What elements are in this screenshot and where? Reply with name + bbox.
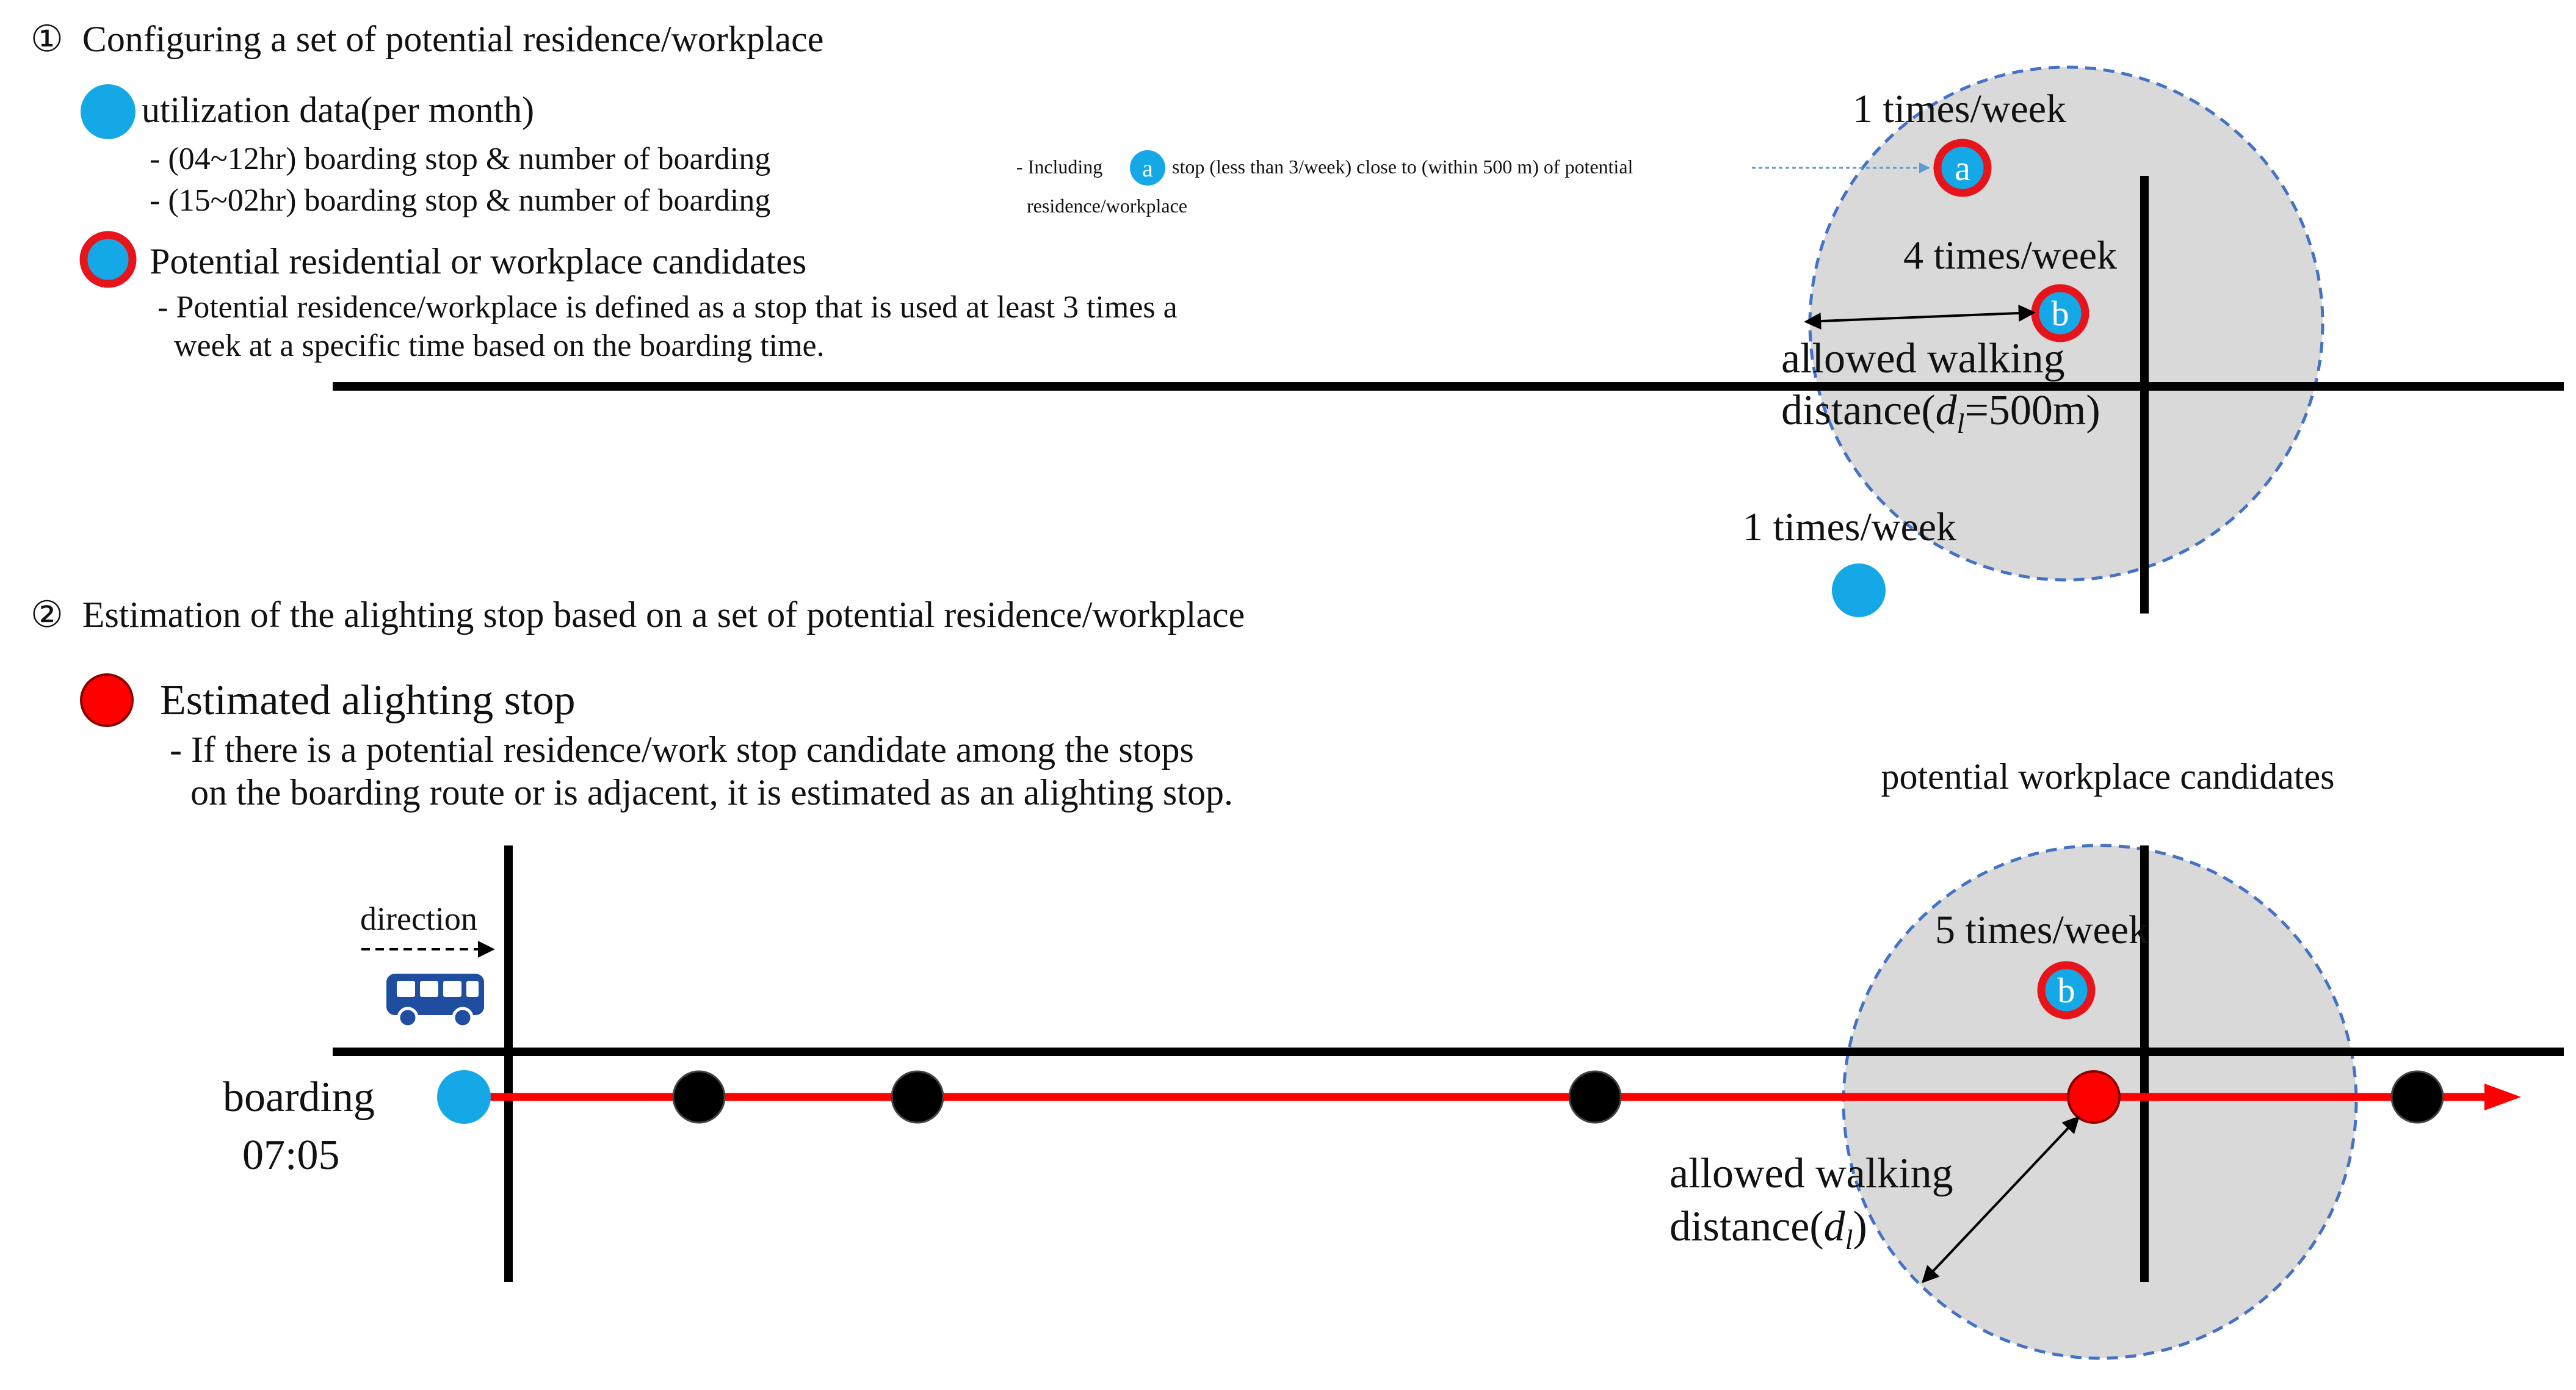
- legend-candidate-line-2: week at a specific time based on the boa…: [174, 328, 825, 363]
- walking-distance-variable: d: [1936, 387, 1958, 434]
- note-suffix: stop (less than 3/week) close to (within…: [1172, 156, 1634, 178]
- legend-candidate-icon: [79, 231, 137, 288]
- section-1-heading: Configuring a set of potential residence…: [82, 19, 824, 59]
- walking-distance-label-suffix: =500m): [1964, 387, 2100, 434]
- legend-candidate-line-1: - Potential residence/workplace is defin…: [157, 290, 1178, 325]
- route-stop: [1568, 1070, 1622, 1124]
- stop-c-frequency: 1 times/week: [1743, 505, 1956, 549]
- estimated-alighting-stop: [2067, 1070, 2121, 1124]
- section-2-heading: Estimation of the alighting stop based o…: [82, 595, 1245, 635]
- walking-distance-subscript: l: [1957, 408, 1965, 439]
- direction-label: direction: [360, 900, 477, 937]
- section-2-number: ②: [31, 595, 63, 635]
- stop-a-letter: a: [1955, 148, 1970, 188]
- workplace-b-frequency: 5 times/week: [1935, 908, 2149, 952]
- stop-a-marker: [1933, 139, 1992, 197]
- route-stop: [891, 1070, 944, 1124]
- section-2-title: ② Estimation of the alighting stop based…: [31, 595, 1245, 635]
- legend-data-title: utilization data(per month): [142, 90, 534, 130]
- stop-b-letter: b: [2052, 294, 2069, 333]
- walking-distance-arrow-2: [1922, 1115, 2080, 1284]
- legend-alighting-line-1: - If there is a potential residence/work…: [170, 729, 1194, 770]
- legend-alighting-icon: [80, 673, 134, 727]
- route-stop: [2390, 1070, 2444, 1124]
- walking-distance-label-prefix: distance(: [1781, 387, 1936, 434]
- note-line-2: residence/workplace: [1027, 195, 1187, 217]
- walking-distance-subscript-2: l: [1845, 1224, 1853, 1255]
- legend-data-line-2: - (15~02hr) boarding stop & number of bo…: [150, 183, 770, 218]
- stop-b-frequency: 4 times/week: [1903, 233, 2117, 278]
- section-1-number: ①: [31, 19, 63, 59]
- bus-route-arrowhead: [2484, 1084, 2521, 1110]
- note-prefix: - Including: [1016, 156, 1102, 178]
- note-marker-icon: [1130, 150, 1165, 186]
- legend-user-stop-icon: [81, 84, 136, 139]
- walking-distance-label-4: distance(dl): [1670, 1203, 1867, 1255]
- walking-distance-arrow: [1804, 305, 2036, 330]
- stop-a-frequency: 1 times/week: [1853, 87, 2066, 131]
- legend-candidate-title: Potential residential or workplace candi…: [150, 241, 806, 281]
- walking-distance-label-prefix-2: distance(: [1670, 1203, 1824, 1250]
- walking-distance-label-suffix-2: ): [1853, 1203, 1867, 1250]
- bus-icon: [386, 974, 484, 1029]
- section-1-title: ① Configuring a set of potential residen…: [31, 19, 823, 59]
- legend-alighting-line-2: on the boarding route or is adjacent, it…: [190, 772, 1233, 813]
- workplace-b-marker: [2037, 961, 2096, 1019]
- boarding-stop: [437, 1070, 491, 1124]
- boarding-label: boarding: [223, 1074, 375, 1121]
- note-marker-letter: a: [1142, 154, 1153, 182]
- route-stop: [672, 1070, 726, 1124]
- section-1: ① Configuring a set of potential residen…: [31, 19, 2564, 617]
- workplace-b-letter: b: [2058, 971, 2075, 1010]
- stop-c-marker: [1832, 563, 1886, 617]
- walking-distance-label-1: allowed walking: [1781, 335, 2065, 382]
- legend-alighting-title: Estimated alighting stop: [160, 677, 575, 724]
- walking-distance-label-2: distance(dl=500m): [1781, 387, 2100, 439]
- section-2: ② Estimation of the alighting stop based…: [31, 595, 2564, 1360]
- walking-distance-label-3: allowed walking: [1670, 1150, 1953, 1197]
- legend-data-line-1: - (04~12hr) boarding stop & number of bo…: [150, 142, 770, 176]
- walking-distance-variable-2: d: [1824, 1203, 1846, 1250]
- boarding-time: 07:05: [242, 1132, 339, 1179]
- workplace-candidates-title: potential workplace candidates: [1881, 756, 2334, 797]
